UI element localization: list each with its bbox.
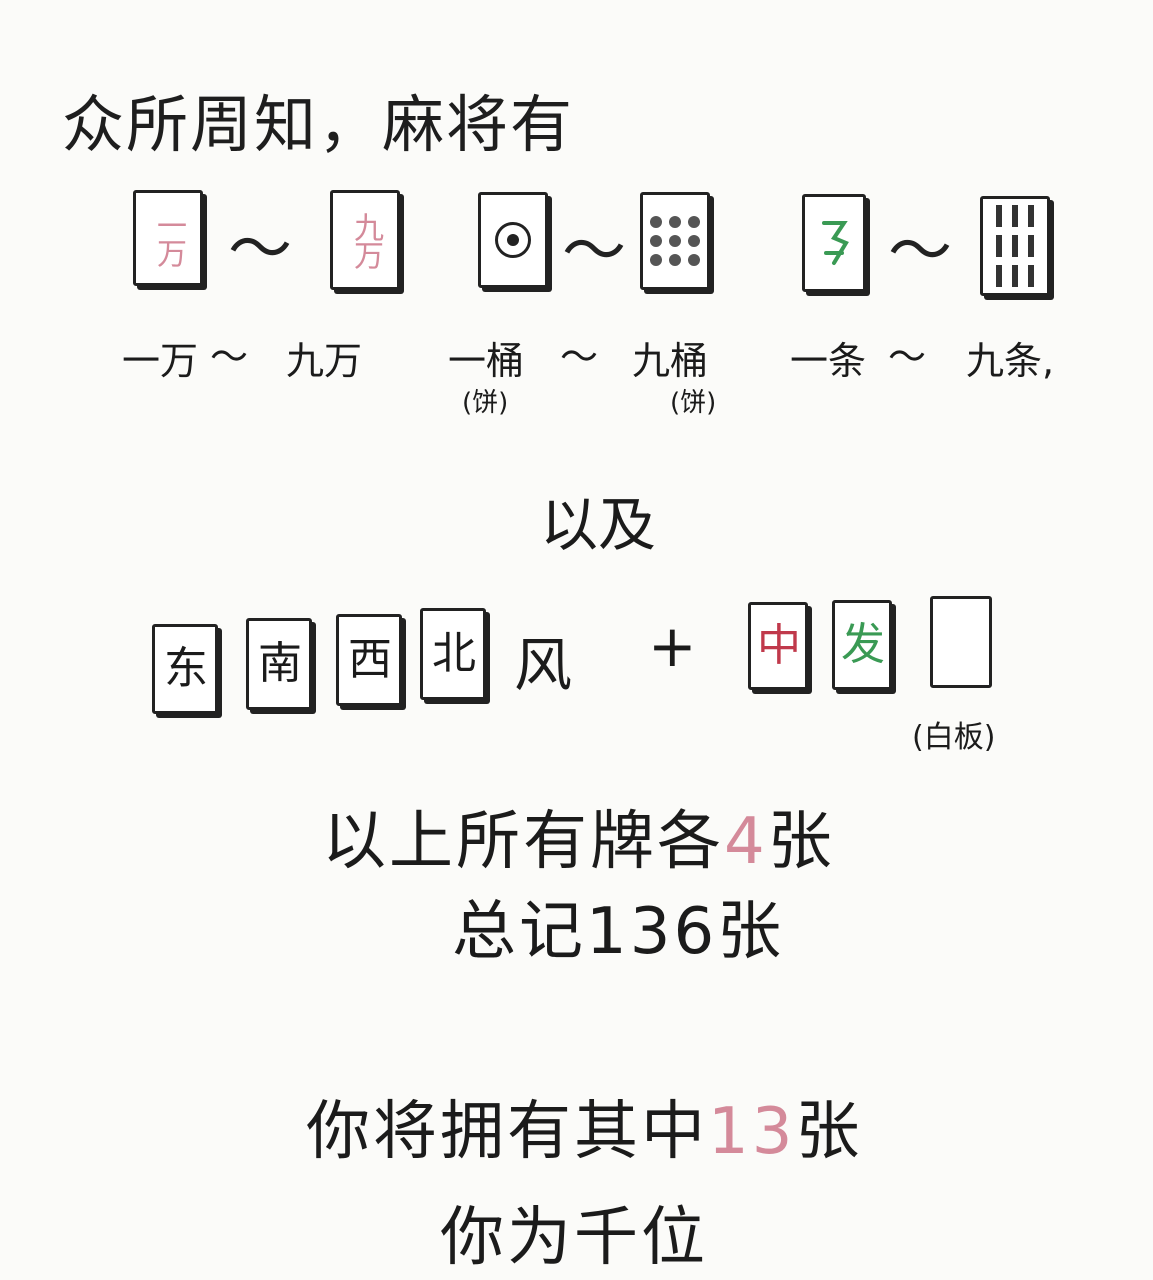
tile-north-label: 北 — [432, 628, 476, 679]
tilde-1: ～ — [228, 213, 292, 287]
tile-wan-1: 一万 — [133, 190, 203, 286]
caption-wan-first: 一万 — [122, 339, 199, 383]
tile-tong-9 — [640, 192, 710, 290]
tile-south-label: 南 — [258, 638, 302, 689]
tile-east: 东 — [152, 624, 218, 714]
have-suffix: 张 — [795, 1095, 863, 1169]
tilde-2: ～ — [562, 215, 626, 289]
count-suffix: 张 — [767, 805, 835, 879]
tilde-cap-3: ～ — [888, 335, 927, 379]
tile-west-label: 西 — [348, 634, 392, 685]
have-number: 13 — [708, 1095, 796, 1169]
plus-sign: + — [648, 612, 697, 680]
tilde-3: ～ — [888, 215, 952, 289]
tilde-cap-2: ～ — [560, 335, 599, 379]
bird-icon — [822, 221, 849, 265]
tile-zhong-label: 中 — [757, 620, 801, 671]
count-number: 4 — [724, 805, 768, 879]
have-line: 你将拥有其中13张 — [306, 1080, 862, 1172]
caption-wan-last: 九万 — [286, 339, 363, 383]
total-number: 136 — [586, 895, 718, 969]
count-prefix: 以上所有牌各 — [322, 805, 724, 879]
tiao-9-icon — [996, 205, 1034, 287]
count-line: 以上所有牌各4张 — [322, 790, 835, 882]
tile-tiao-1 — [802, 194, 866, 292]
page-title: 众所周知，麻将有 — [62, 88, 575, 161]
caption-tong-first: 一桶 — [448, 339, 525, 383]
tong-9-icon — [650, 216, 700, 266]
tile-zhong: 中 — [748, 602, 808, 690]
tong-1-icon — [495, 222, 531, 258]
tilde-cap-1: ～ — [210, 335, 249, 379]
tile-fa-label: 发 — [841, 619, 885, 670]
yiji-text: 以及 — [540, 491, 657, 559]
tile-east-label: 东 — [164, 643, 208, 694]
tile-tong-1 — [478, 192, 548, 288]
caption-tiao-first: 一条 — [790, 339, 867, 383]
tile-bai — [930, 596, 992, 688]
tile-north: 北 — [420, 608, 486, 700]
baiban-note: (白板) — [912, 720, 996, 755]
have-prefix: 你将拥有其中 — [306, 1095, 708, 1169]
tile-wan-9-label: 九万 — [348, 212, 383, 268]
caption-tong-first-sub: (饼) — [462, 388, 509, 418]
tile-south: 南 — [246, 618, 312, 710]
caption-tong-last: 九桶 — [632, 339, 709, 383]
tile-wan-9: 九万 — [330, 190, 400, 290]
tile-fa: 发 — [832, 600, 892, 690]
total-prefix: 总记 — [452, 895, 586, 969]
tile-west: 西 — [336, 614, 402, 706]
tile-wan-1-label: 一万 — [151, 210, 186, 266]
last-line: 你为千位 — [440, 1201, 708, 1275]
total-line: 总记136张 — [452, 880, 784, 972]
wind-word: 风 — [514, 631, 573, 699]
total-suffix: 张 — [717, 895, 785, 969]
tile-tiao-9 — [980, 196, 1050, 296]
caption-tong-last-sub: (饼) — [670, 388, 717, 418]
caption-tiao-last: 九条, — [966, 339, 1055, 383]
